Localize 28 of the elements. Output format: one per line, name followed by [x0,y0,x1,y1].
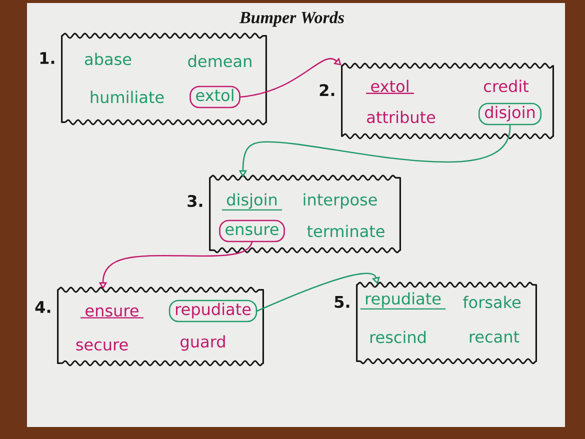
circled-word: extol [190,86,240,108]
word: repudiate [366,292,441,308]
word: interpose [304,193,377,209]
word: credit [484,80,529,92]
word: terminate [307,224,384,238]
word: demean [188,54,252,68]
word: secure [76,341,128,351]
word: abase [85,52,132,66]
step-number: 4. [35,301,50,313]
word: recant [470,331,520,343]
word: extol [371,80,408,92]
word: disjoin [227,193,277,209]
circled-word: ensure [219,220,285,242]
word: ensure [86,307,138,317]
word: attribute [367,110,436,124]
word: rescind [370,330,426,344]
word: guard [180,335,225,351]
step-number: 5. [334,296,350,308]
step-number: 1. [40,52,54,64]
title: Bumper Words [239,11,344,27]
circled-word: repudiate [168,300,258,322]
step-number: 2. [320,84,334,96]
step-number: 3. [188,194,202,208]
word: humiliate [90,90,164,104]
arrow [240,58,342,98]
circled-word: disjoin [478,102,542,126]
arrow [256,272,380,312]
word: forsake [463,296,520,308]
